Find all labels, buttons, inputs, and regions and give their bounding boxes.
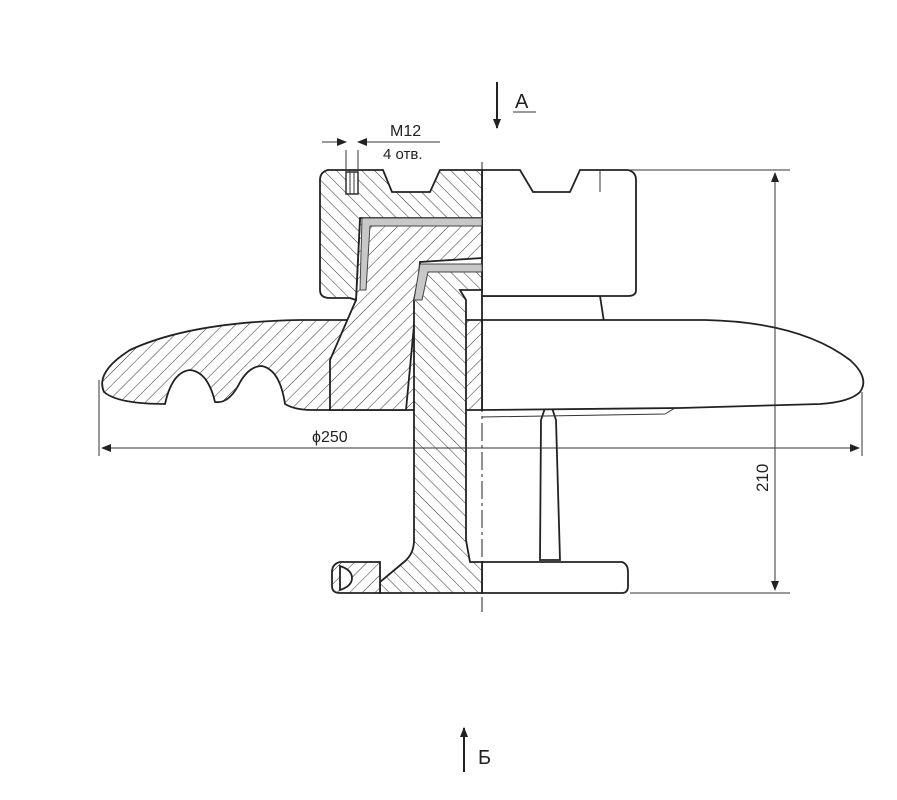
view-b-label: Б bbox=[478, 747, 491, 769]
view-a-label: А bbox=[515, 91, 529, 113]
cap-external bbox=[481, 169, 637, 297]
cement-layer-cap bbox=[359, 217, 483, 291]
flange-notch bbox=[339, 564, 353, 592]
thread-label: M12 bbox=[390, 123, 421, 140]
pin-section bbox=[379, 269, 483, 594]
holes-label: 4 отв. bbox=[383, 146, 423, 163]
cap-neck-external bbox=[481, 295, 606, 323]
height-label: 210 bbox=[753, 464, 772, 492]
base-flange-external bbox=[481, 561, 629, 594]
cap-section bbox=[319, 169, 483, 302]
dish-underside-line bbox=[481, 407, 676, 418]
pin-shaft-external bbox=[539, 407, 561, 561]
diameter-label: ϕ250 bbox=[312, 429, 348, 446]
threaded-hole bbox=[345, 171, 359, 195]
dish-external bbox=[481, 319, 865, 411]
